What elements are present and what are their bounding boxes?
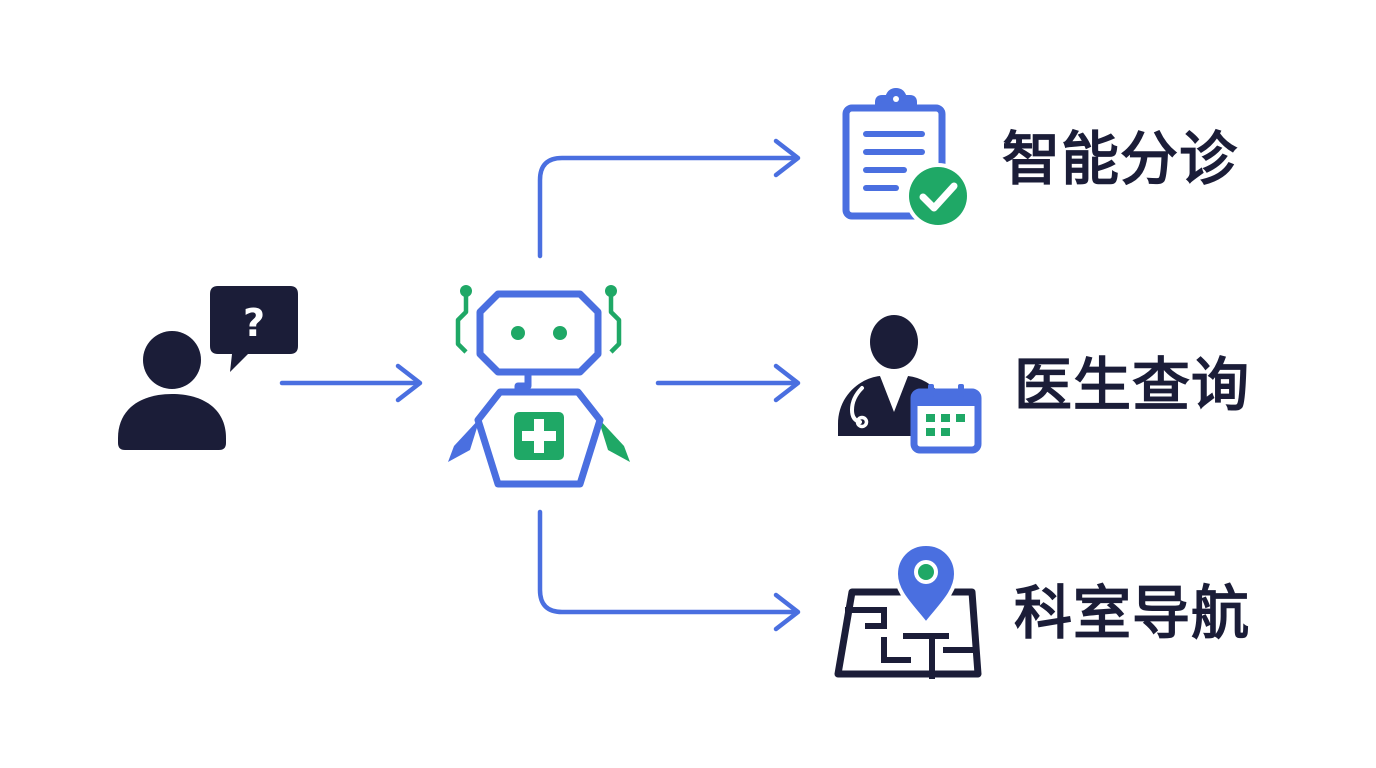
doctor-calendar-icon [838, 315, 982, 454]
robot-antenna-left [455, 285, 472, 354]
map-pin-icon [834, 541, 982, 679]
robot-arm-left [448, 418, 480, 462]
arrow-robot-to-navigation [537, 509, 801, 632]
arrow-robot-to-triage [537, 138, 801, 259]
robot-antenna-right [605, 285, 622, 354]
robot-arm-right [598, 418, 630, 462]
arrow-robot-to-doctor [655, 363, 801, 403]
label-doctor-search: 医生查询 [1014, 351, 1251, 419]
arrow-user-to-robot [279, 363, 423, 403]
label-department-navigation: 科室导航 [1014, 579, 1251, 647]
medical-cross-icon [514, 412, 564, 460]
question-mark: ? [243, 301, 265, 345]
label-smart-triage: 智能分诊 [1002, 125, 1239, 193]
user-icon [118, 331, 226, 450]
speech-bubble-icon: ? [210, 286, 298, 372]
clipboard-check-icon [842, 88, 971, 229]
medical-robot-icon [448, 285, 630, 488]
